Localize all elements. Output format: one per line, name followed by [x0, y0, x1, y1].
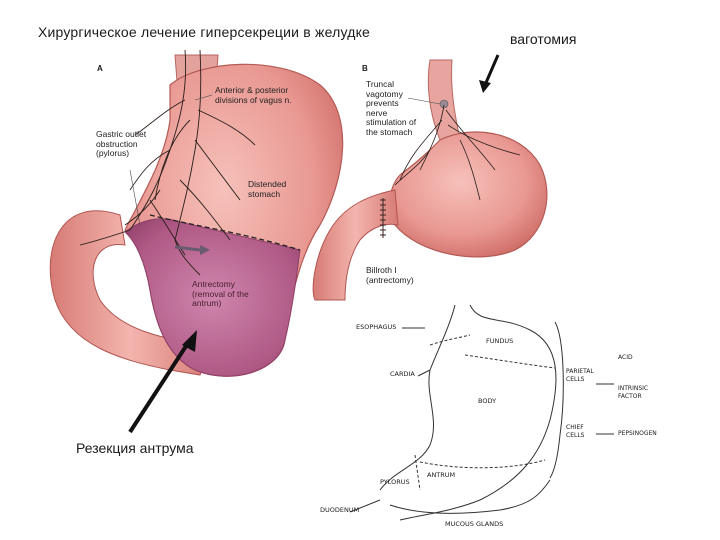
inner-arrow-head-a [200, 245, 210, 255]
panel-b-letter: B [362, 64, 368, 73]
vagotomy-label: ваготомия [510, 31, 577, 47]
leader-lines [129, 94, 441, 226]
antrum-arrow [128, 338, 192, 434]
antrum-resection-caption: Резекция антрума [76, 440, 194, 456]
distended-label: Distended stomach [248, 179, 287, 199]
resection-line-a [149, 214, 301, 251]
antrum-arrow-head [182, 330, 197, 352]
billroth-suture [380, 198, 386, 238]
vagus-nerves-a [79, 49, 256, 276]
vagus-label: Anterior & posterior divisions of vagus … [215, 85, 292, 105]
billroth-label: Billroth I (antrectomy) [366, 265, 414, 285]
duodenum-b [312, 189, 399, 301]
antrum-a [124, 218, 301, 377]
vagotomy-arrow-head [479, 80, 491, 93]
panel-a-letter: A [97, 64, 103, 73]
stomach-sketch [349, 304, 614, 521]
vagotomy-arrow [483, 54, 500, 86]
truncal-vagotomy-label: Truncal vagotomy prevents nerve stimulat… [366, 79, 417, 137]
stomach-b [388, 131, 548, 258]
antrectomy-label: Antrectomy (removal of the antrum) [192, 279, 249, 308]
gastric-outlet-label: Gastric outlet obstruction (pylorus) [96, 129, 147, 158]
vagus-nerves-b [394, 104, 521, 201]
inner-arrow-a [174, 245, 201, 252]
slide-title: Хирургическое лечение гиперсекреции в же… [38, 24, 371, 40]
